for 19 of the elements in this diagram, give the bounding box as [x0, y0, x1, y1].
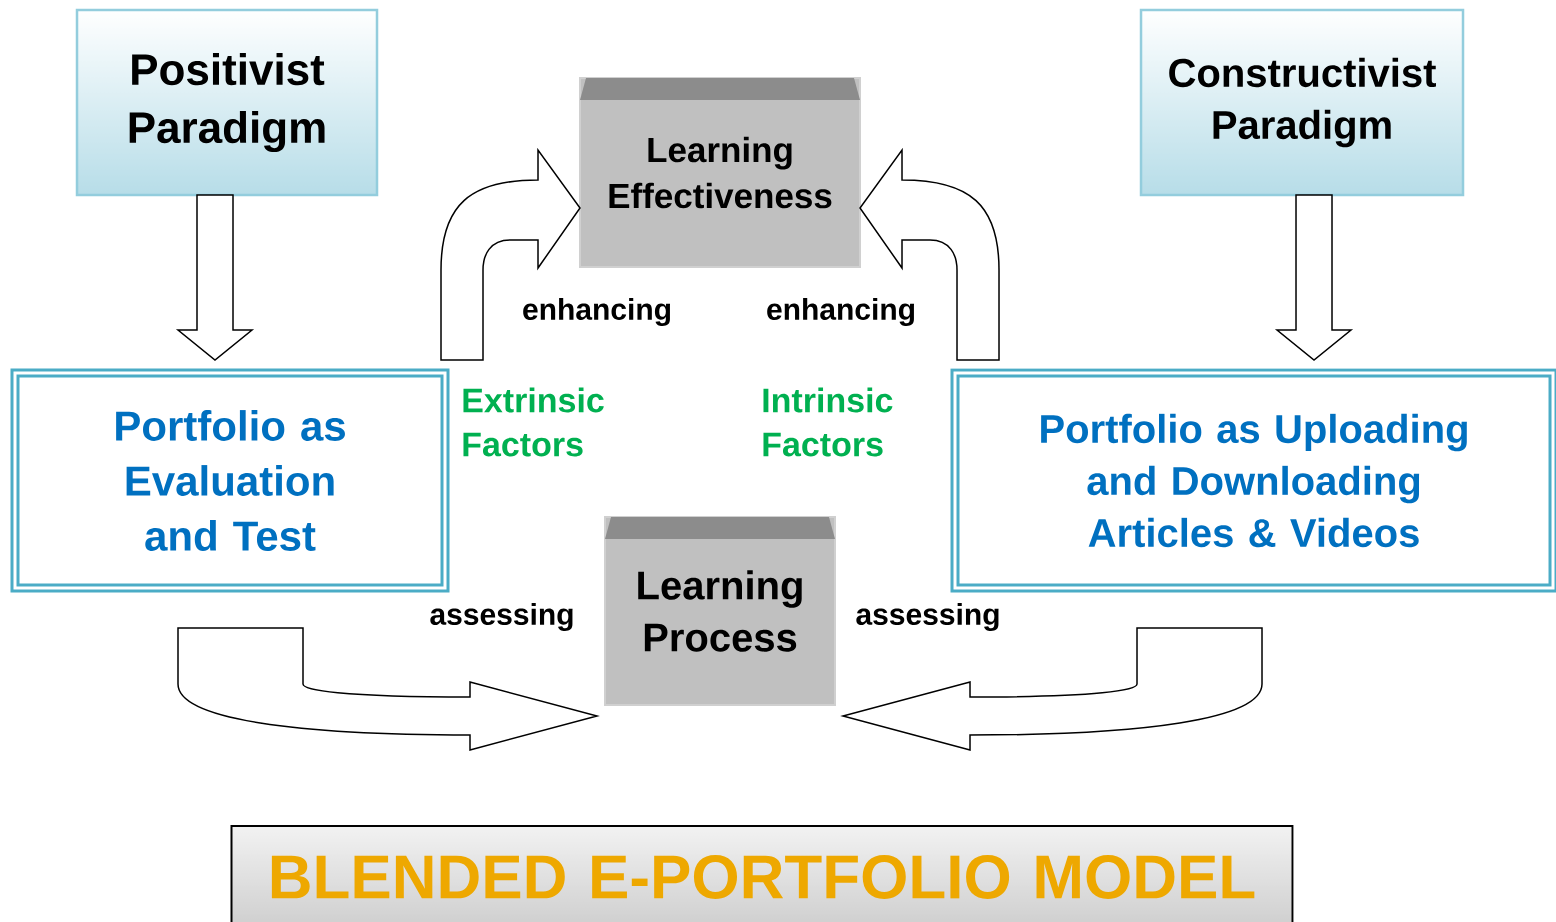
edge-label: enhancing [521, 296, 673, 328]
block-arrow [859, 149, 1000, 361]
block-arrow [440, 149, 581, 361]
block-arrow [1274, 194, 1354, 361]
process-box: Learning Process [604, 516, 836, 706]
factor-label: Intrinsic Factors [763, 387, 893, 457]
portfolio-box: Portfolio as Uploading and Downloading Articles & Videos [950, 368, 1556, 593]
process-box: Learning Effectiveness [579, 77, 861, 268]
portfolio-box: Portfolio as Evaluation and Test [10, 368, 450, 593]
paradigm-box: Constructivist Paradigm [1139, 8, 1465, 197]
block-arrow [175, 194, 255, 361]
factor-label: Extrinsic Factors [463, 387, 604, 457]
edge-label: enhancing [765, 296, 917, 328]
title-banner: BLENDED E-PORTFOLIO MODEL [230, 825, 1294, 922]
paradigm-box: Positivist Paradigm [75, 8, 379, 197]
edge-label: assessing [854, 601, 1002, 633]
block-arrow [177, 627, 598, 751]
block-arrow [842, 627, 1263, 751]
edge-label: assessing [428, 601, 576, 633]
